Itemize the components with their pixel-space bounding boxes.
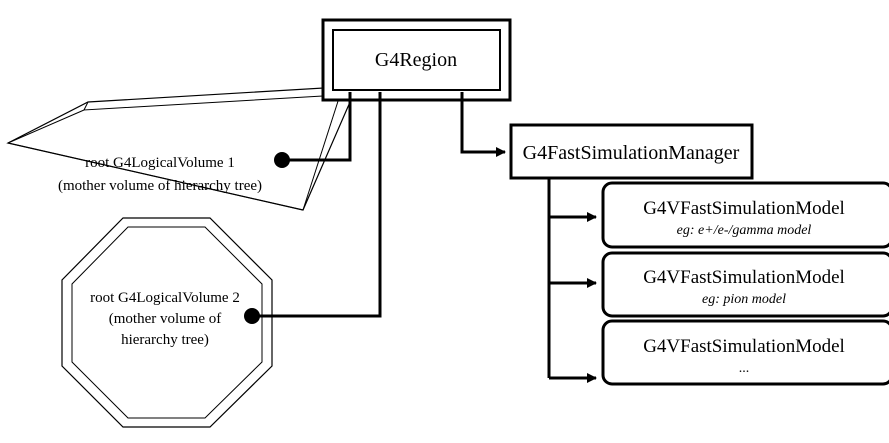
manager-label: G4FastSimulationManager <box>523 142 740 164</box>
region-label: G4Region <box>375 49 457 71</box>
region-box <box>321 18 512 102</box>
model-2-label: G4VFastSimulationModel <box>643 267 845 288</box>
model-box-2 <box>601 251 889 318</box>
model-3-sub: ... <box>739 361 750 376</box>
volume1-line1: root G4LogicalVolume 1 <box>85 155 235 171</box>
model-2-sub: eg: pion model <box>702 292 786 307</box>
model-box-1 <box>601 181 889 249</box>
volume1-line2: (mother volume of hierarchy tree) <box>58 178 262 194</box>
volume2-anchor <box>244 308 260 324</box>
model-1-sub: eg: e+/e-/gamma model <box>677 223 812 238</box>
region-connectors <box>250 92 506 318</box>
model-box-3 <box>601 319 889 386</box>
model-3-label: G4VFastSimulationModel <box>643 336 845 357</box>
volume2-line1: root G4LogicalVolume 2 <box>90 290 240 306</box>
volume2-line3: hierarchy tree) <box>121 332 209 348</box>
model-1-label: G4VFastSimulationModel <box>643 198 845 219</box>
manager-box <box>509 123 754 180</box>
logical-volume-2 <box>61 217 273 428</box>
volume1-anchor <box>274 152 290 168</box>
model-connectors <box>547 178 597 383</box>
volume2-line2: (mother volume of <box>109 311 221 327</box>
